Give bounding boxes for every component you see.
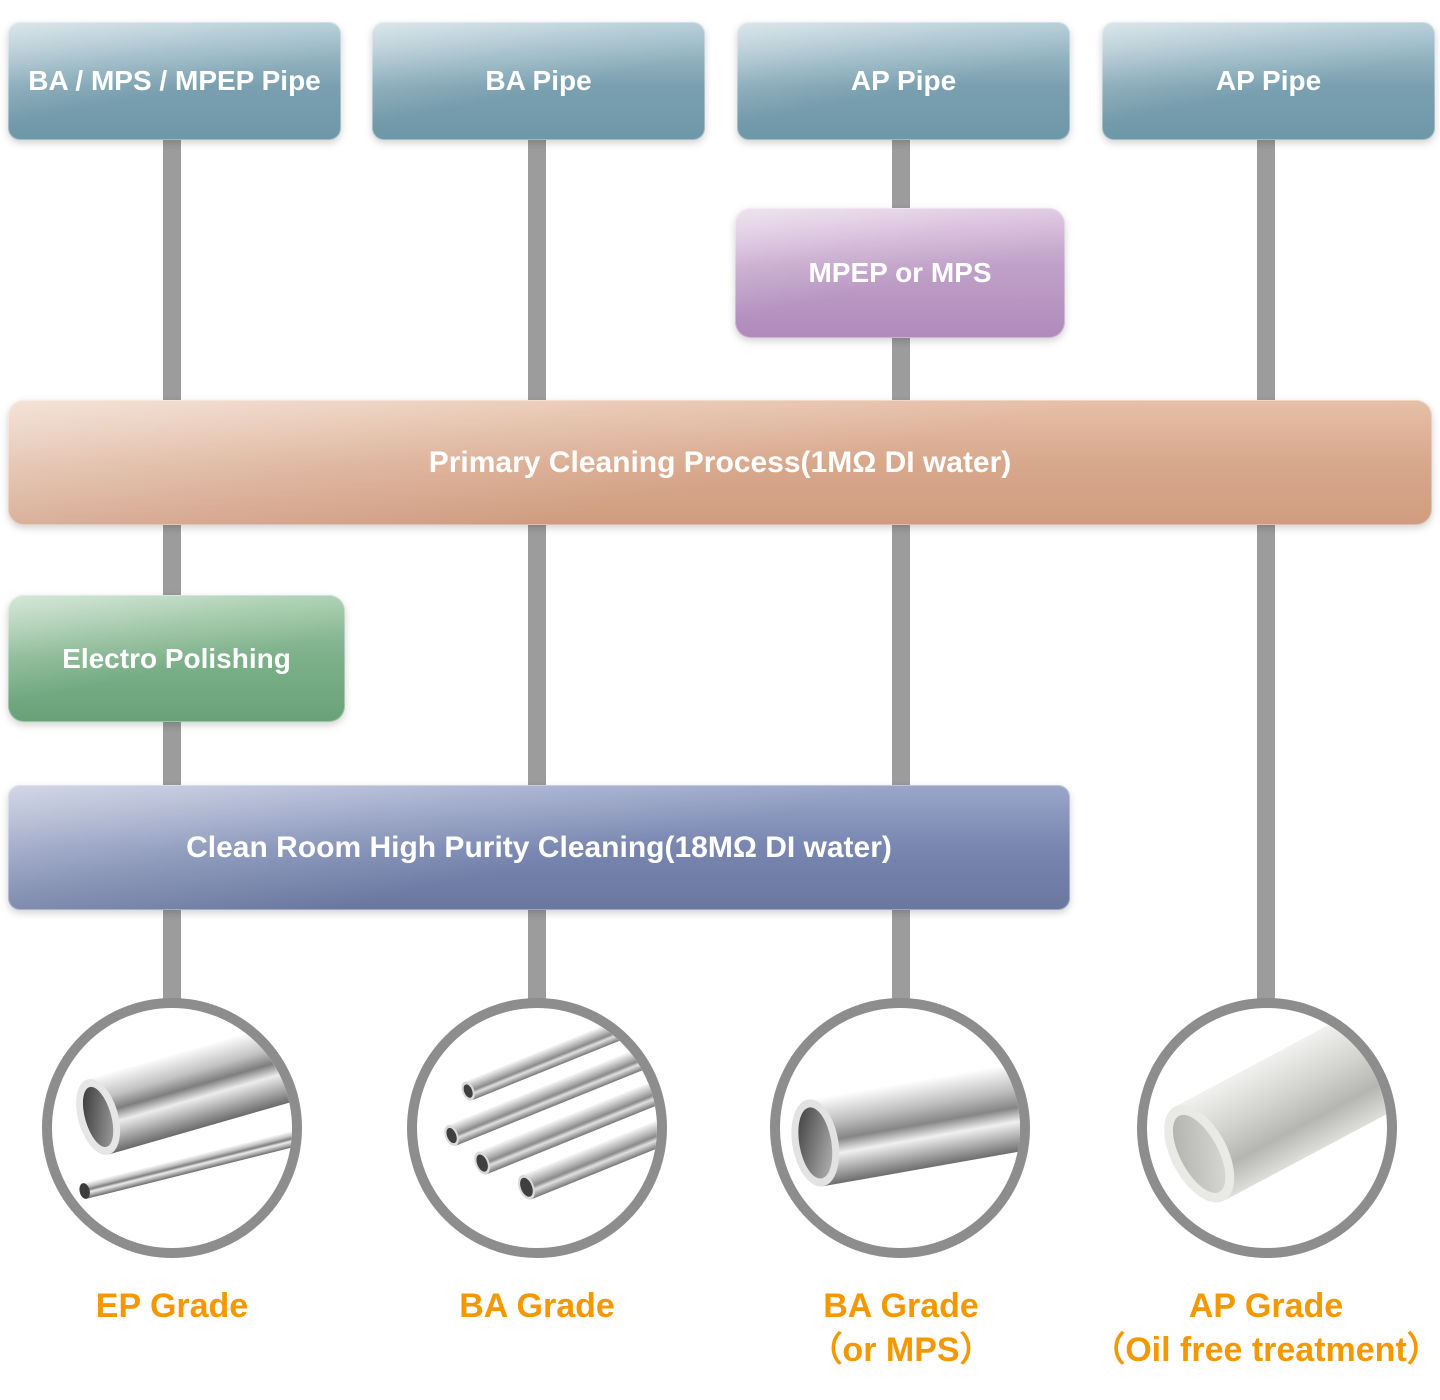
top-box-ap-pipe-2: AP Pipe [1102, 22, 1435, 140]
grade-label-ep: EP Grade [0, 1284, 392, 1328]
grade-label-ba: BA Grade [317, 1284, 757, 1328]
grade-line1: EP Grade [95, 1287, 249, 1325]
top-box-ap-pipe-1: AP Pipe [737, 22, 1070, 140]
cleanroom-cleaning-label: Clean Room High Purity Cleaning(18MΩ DI … [186, 830, 892, 864]
grade-line2: （Oil free treatment） [1091, 1331, 1440, 1370]
top-box-label: AP Pipe [1215, 65, 1322, 96]
ap-pipe-image [1164, 1008, 1387, 1203]
top-box-label: BA Pipe [485, 65, 592, 96]
cleanroom-cleaning-box: Clean Room High Purity Cleaning(18MΩ DI … [8, 785, 1070, 910]
electro-polishing-label: Electro Polishing [62, 642, 291, 674]
pipe-photo-circle-ba [407, 998, 667, 1258]
ep-pipe-image [76, 1016, 292, 1199]
mpep-or-mps-label: MPEP or MPS [808, 257, 992, 288]
electro-polishing-box: Electro Polishing [8, 595, 345, 722]
top-box-ba-mps-mpep-pipe: BA / MPS / MPEP Pipe [8, 22, 341, 140]
primary-cleaning-label: Primary Cleaning Process(1MΩ DI water) [428, 445, 1012, 479]
top-box-label: AP Pipe [850, 65, 957, 96]
grade-line2: （or MPS） [808, 1331, 994, 1370]
ba-pipe-bundle-image [444, 1008, 657, 1200]
pipe-photo-circle-ba-mps [770, 998, 1030, 1258]
pipe-photo-circle-ap [1137, 998, 1397, 1258]
grade-line1: AP Grade [1188, 1287, 1344, 1325]
ba-mps-pipe-image [791, 1057, 1020, 1187]
primary-cleaning-box: Primary Cleaning Process(1MΩ DI water) [8, 400, 1432, 525]
top-box-label: BA / MPS / MPEP Pipe [28, 65, 321, 96]
grade-label-ap: AP Grade （Oil free treatment） [1046, 1284, 1440, 1372]
grade-label-ba-mps: BA Grade （or MPS） [681, 1284, 1121, 1372]
pipe-photo-circle-ep [42, 998, 302, 1258]
connector-line-col4 [1257, 130, 1275, 1035]
grade-line1: BA Grade [459, 1287, 615, 1325]
top-box-ba-pipe: BA Pipe [372, 22, 705, 140]
mpep-or-mps-box: MPEP or MPS [735, 208, 1065, 338]
grade-line1: BA Grade [823, 1287, 979, 1325]
